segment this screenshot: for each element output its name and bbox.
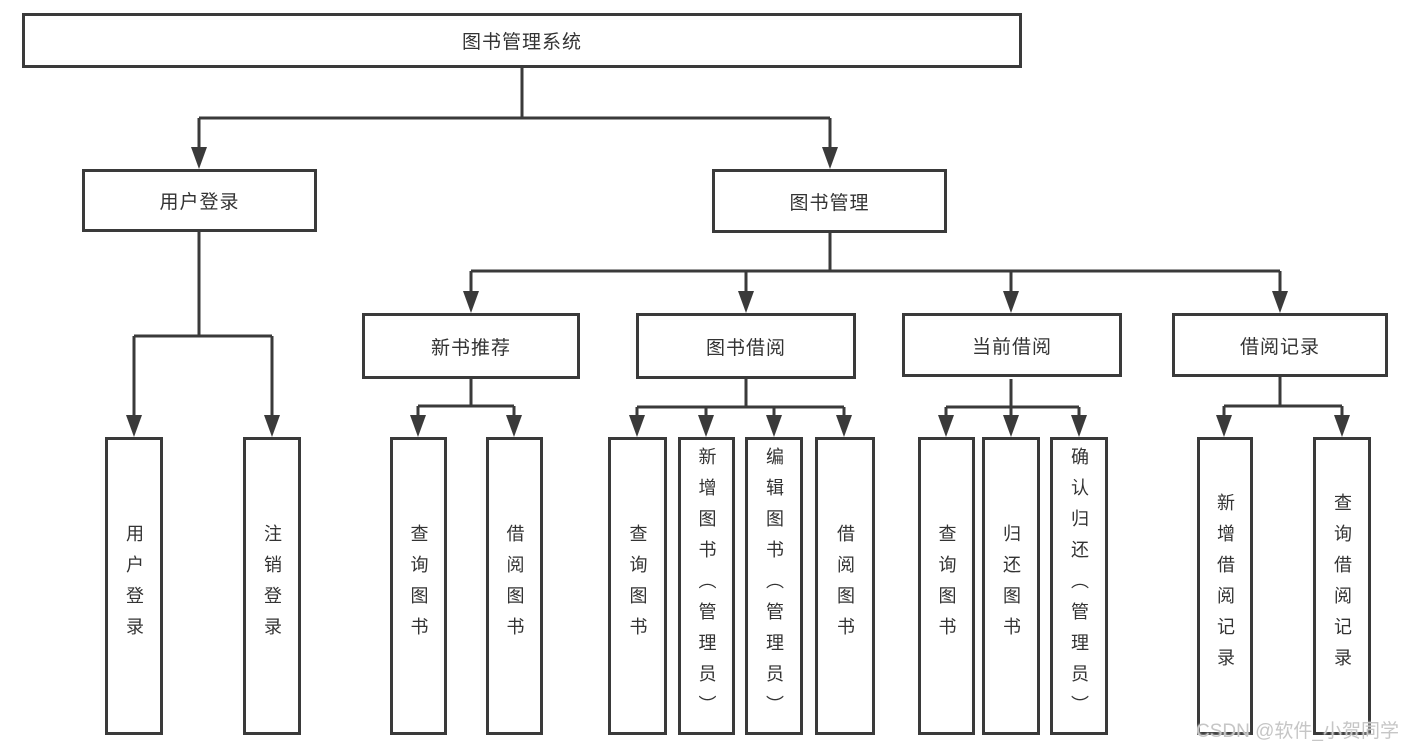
connector-book-borrowing-to-leaves: [629, 379, 852, 437]
connector-line: [197, 68, 832, 149]
arrowhead-icon: [506, 415, 522, 437]
arrowhead-icon: [698, 415, 714, 437]
node-borrowing-records: 借阅记录: [1172, 313, 1388, 377]
node-book-management-label: 图书管理: [789, 192, 870, 214]
node-current-borrowing-label: 当前借阅: [971, 336, 1052, 358]
leaf-return-book: 归还图书: [982, 437, 1040, 735]
node-library-system: 图书管理系统: [22, 13, 1022, 68]
connector-user-login-to-leaves: [126, 232, 280, 437]
node-new-book-recommend: 新书推荐: [362, 313, 580, 379]
leaf-query-borrow-record: 查询借阅记录: [1313, 437, 1371, 735]
leaf-user-login: 用户登录: [105, 437, 163, 735]
connector-borrowing-records-to-leaves: [1216, 377, 1350, 437]
arrowhead-icon: [629, 415, 645, 437]
arrowhead-icon: [836, 415, 852, 437]
arrowhead-icon: [1334, 415, 1350, 437]
arrowhead-icon: [1003, 415, 1019, 437]
node-book-borrowing: 图书借阅: [636, 313, 856, 379]
connector-line: [635, 379, 846, 416]
connector-line: [944, 379, 1081, 416]
leaf-query-books-3: 查询图书: [918, 437, 975, 735]
connector-new-book-to-leaves: [410, 379, 522, 437]
arrowhead-icon: [191, 147, 207, 169]
leaf-borrow-books-1-label: 借阅图书: [504, 524, 525, 648]
leaf-query-books-2-label: 查询图书: [627, 524, 648, 648]
leaf-query-books-1: 查询图书: [390, 437, 447, 735]
arrowhead-icon: [938, 415, 954, 437]
arrowhead-icon: [738, 291, 754, 313]
arrowhead-icon: [126, 415, 142, 437]
node-new-book-recommend-label: 新书推荐: [430, 337, 511, 359]
leaf-query-books-2: 查询图书: [608, 437, 667, 735]
arrowhead-icon: [766, 415, 782, 437]
node-user-login-label: 用户登录: [159, 192, 240, 213]
leaf-confirm-return-admin: 确认归还（管理员）: [1050, 437, 1108, 735]
connector-book-management-to-level3: [463, 233, 1288, 313]
arrowhead-icon: [463, 291, 479, 313]
leaf-borrow-books-1: 借阅图书: [486, 437, 543, 735]
connector-line: [469, 233, 1282, 292]
leaf-query-books-1-label: 查询图书: [408, 524, 429, 648]
leaf-borrow-books-2-label: 借阅图书: [835, 524, 855, 648]
leaf-add-borrow-record: 新增借阅记录: [1197, 437, 1253, 735]
leaf-logout-label: 注销登录: [262, 524, 282, 648]
node-current-borrowing: 当前借阅: [902, 313, 1122, 377]
leaf-add-book-admin-label: 新增图书（管理员）: [696, 446, 717, 726]
leaf-query-borrow-record-label: 查询借阅记录: [1332, 493, 1352, 679]
leaf-query-books-3-label: 查询图书: [936, 524, 957, 648]
leaf-confirm-return-admin-label: 确认归还（管理员）: [1069, 446, 1089, 726]
connector-root-to-level2: [191, 68, 838, 169]
arrowhead-icon: [1003, 291, 1019, 313]
arrowhead-icon: [264, 415, 280, 437]
arrowhead-icon: [1071, 415, 1087, 437]
connector-current-borrowing-to-leaves: [938, 379, 1087, 437]
node-book-borrowing-label: 图书借阅: [705, 337, 786, 359]
leaf-edit-book-admin-label: 编辑图书（管理员）: [764, 446, 784, 726]
leaf-return-book-label: 归还图书: [1001, 524, 1021, 648]
node-library-system-label: 图书管理系统: [461, 32, 582, 53]
leaf-borrow-books-2: 借阅图书: [815, 437, 875, 735]
arrowhead-icon: [1216, 415, 1232, 437]
leaf-add-borrow-record-label: 新增借阅记录: [1215, 493, 1235, 679]
node-book-management: 图书管理: [712, 169, 947, 233]
connector-line: [416, 379, 516, 416]
watermark: CSDN @软件_小贺同学: [1196, 721, 1399, 742]
node-borrowing-records-label: 借阅记录: [1239, 336, 1320, 358]
leaf-logout: 注销登录: [243, 437, 301, 735]
connector-line: [1222, 377, 1344, 416]
arrowhead-icon: [1272, 291, 1288, 313]
node-user-login: 用户登录: [82, 169, 317, 232]
connector-line: [132, 232, 274, 416]
arrowhead-icon: [410, 415, 426, 437]
leaf-edit-book-admin: 编辑图书（管理员）: [745, 437, 803, 735]
arrowhead-icon: [822, 147, 838, 169]
leaf-user-login-label: 用户登录: [124, 524, 144, 648]
leaf-add-book-admin: 新增图书（管理员）: [678, 437, 735, 735]
